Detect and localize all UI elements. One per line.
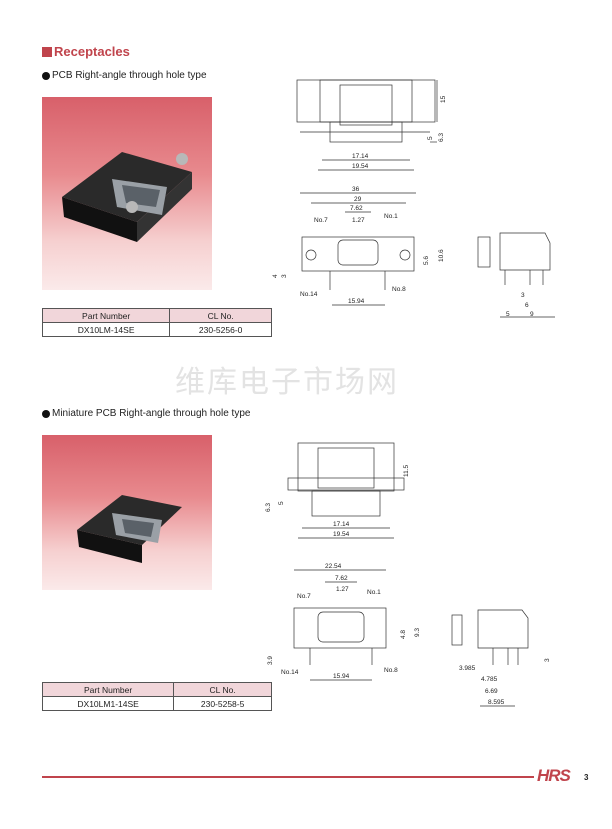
pin-label: No.14 [281, 669, 299, 676]
drawing-top-view-1: 15 5 6.3 17.14 19.54 [296, 79, 447, 171]
product-photo [42, 435, 212, 590]
bullet-icon [42, 71, 50, 80]
dim-label: 22.54 [325, 563, 342, 570]
section-title-text: Receptacles [54, 44, 130, 59]
dim-label: 10.6 [438, 249, 445, 262]
header-part-number: Part Number [41, 308, 171, 323]
section-title: Receptacles [42, 44, 130, 59]
drawing-side-view-1: 3 6 5 9 [477, 232, 555, 318]
dim-label: 4.785 [481, 676, 498, 683]
header-cl-no: CL No. [173, 682, 272, 697]
dim-label: 6.3 [438, 133, 445, 142]
watermark: 维库电子市场网 [175, 365, 399, 400]
dim-label: 5.6 [423, 256, 430, 265]
drawing-front-view-1: 36 29 7.62 1.27 No.7 No.1 10.6 5.6 4 3 N… [272, 186, 445, 306]
dim-label: 17.14 [352, 153, 369, 160]
pin-label: No.7 [297, 593, 311, 600]
dim-label: 5 [506, 311, 510, 318]
connector-image [62, 152, 192, 242]
header-part-number: Part Number [41, 682, 175, 697]
product-type-label: PCB Right-angle through hole type [42, 70, 207, 81]
dim-label: 19.54 [352, 163, 369, 170]
dim-label: 11.5 [403, 464, 410, 477]
dim-label: 15.94 [333, 673, 350, 680]
cl-no-cell: 230-5258-5 [173, 696, 272, 711]
dim-label: 9 [530, 311, 534, 318]
dim-label: 6 [525, 302, 529, 309]
dim-label: 3.985 [459, 665, 476, 672]
product-photo [42, 97, 212, 290]
dim-label: 3 [544, 658, 551, 662]
dim-label: 7.62 [350, 205, 363, 212]
dim-label: 29 [354, 196, 362, 203]
dim-label: 36 [352, 186, 360, 193]
hrs-logo: HRS [537, 766, 571, 785]
drawing-front-view-2: 22.54 7.62 1.27 No.7 No.1 9.3 4.8 3.9 No… [267, 563, 421, 681]
part-number-cell: DX10LM-14SE [41, 322, 171, 337]
dim-label: 4 [272, 274, 279, 278]
product-type-label: Miniature PCB Right-angle through hole t… [42, 408, 250, 419]
dim-label: 4.8 [400, 630, 407, 639]
dim-label: 7.62 [335, 575, 348, 582]
type-label-text: Miniature PCB Right-angle through hole t… [52, 408, 251, 419]
drawing-side-view-2: 3 3.985 4.785 6.69 8.595 [451, 609, 551, 707]
pin-label: No.7 [314, 217, 328, 224]
cl-no-cell: 230-5256-0 [169, 322, 272, 337]
dim-label: 3 [521, 292, 525, 299]
dim-label: 9.3 [414, 628, 421, 637]
dim-label: 6.3 [265, 503, 272, 512]
type-label-text: PCB Right-angle through hole type [52, 70, 207, 81]
connector-image [77, 495, 182, 563]
footer-divider [42, 776, 534, 778]
part-number-cell: DX10LM1-14SE [41, 696, 175, 711]
page-number: 3 [584, 773, 589, 782]
dim-label: 6.69 [485, 688, 498, 695]
pin-label: No.8 [392, 286, 406, 293]
dim-label: 3.9 [267, 656, 274, 665]
dim-label: 5 [278, 501, 285, 505]
dim-label: 1.27 [352, 217, 365, 224]
dim-label: 5 [427, 136, 434, 140]
dim-label: 1.27 [336, 586, 349, 593]
square-bullet-icon [42, 46, 52, 57]
dim-label: 17.14 [333, 521, 350, 528]
dim-label: 8.595 [488, 699, 505, 706]
dim-label: 3 [281, 274, 288, 278]
pin-label: No.14 [300, 291, 318, 298]
dim-label: 15 [440, 95, 447, 103]
pin-label: No.1 [384, 213, 398, 220]
drawing-top-view-2: 11.5 6.3 5 17.14 19.54 [265, 442, 410, 539]
pin-label: No.8 [384, 667, 398, 674]
dim-label: 15.94 [348, 298, 365, 305]
bullet-icon [42, 409, 50, 418]
pin-label: No.1 [367, 589, 381, 596]
dim-label: 19.54 [333, 531, 350, 538]
